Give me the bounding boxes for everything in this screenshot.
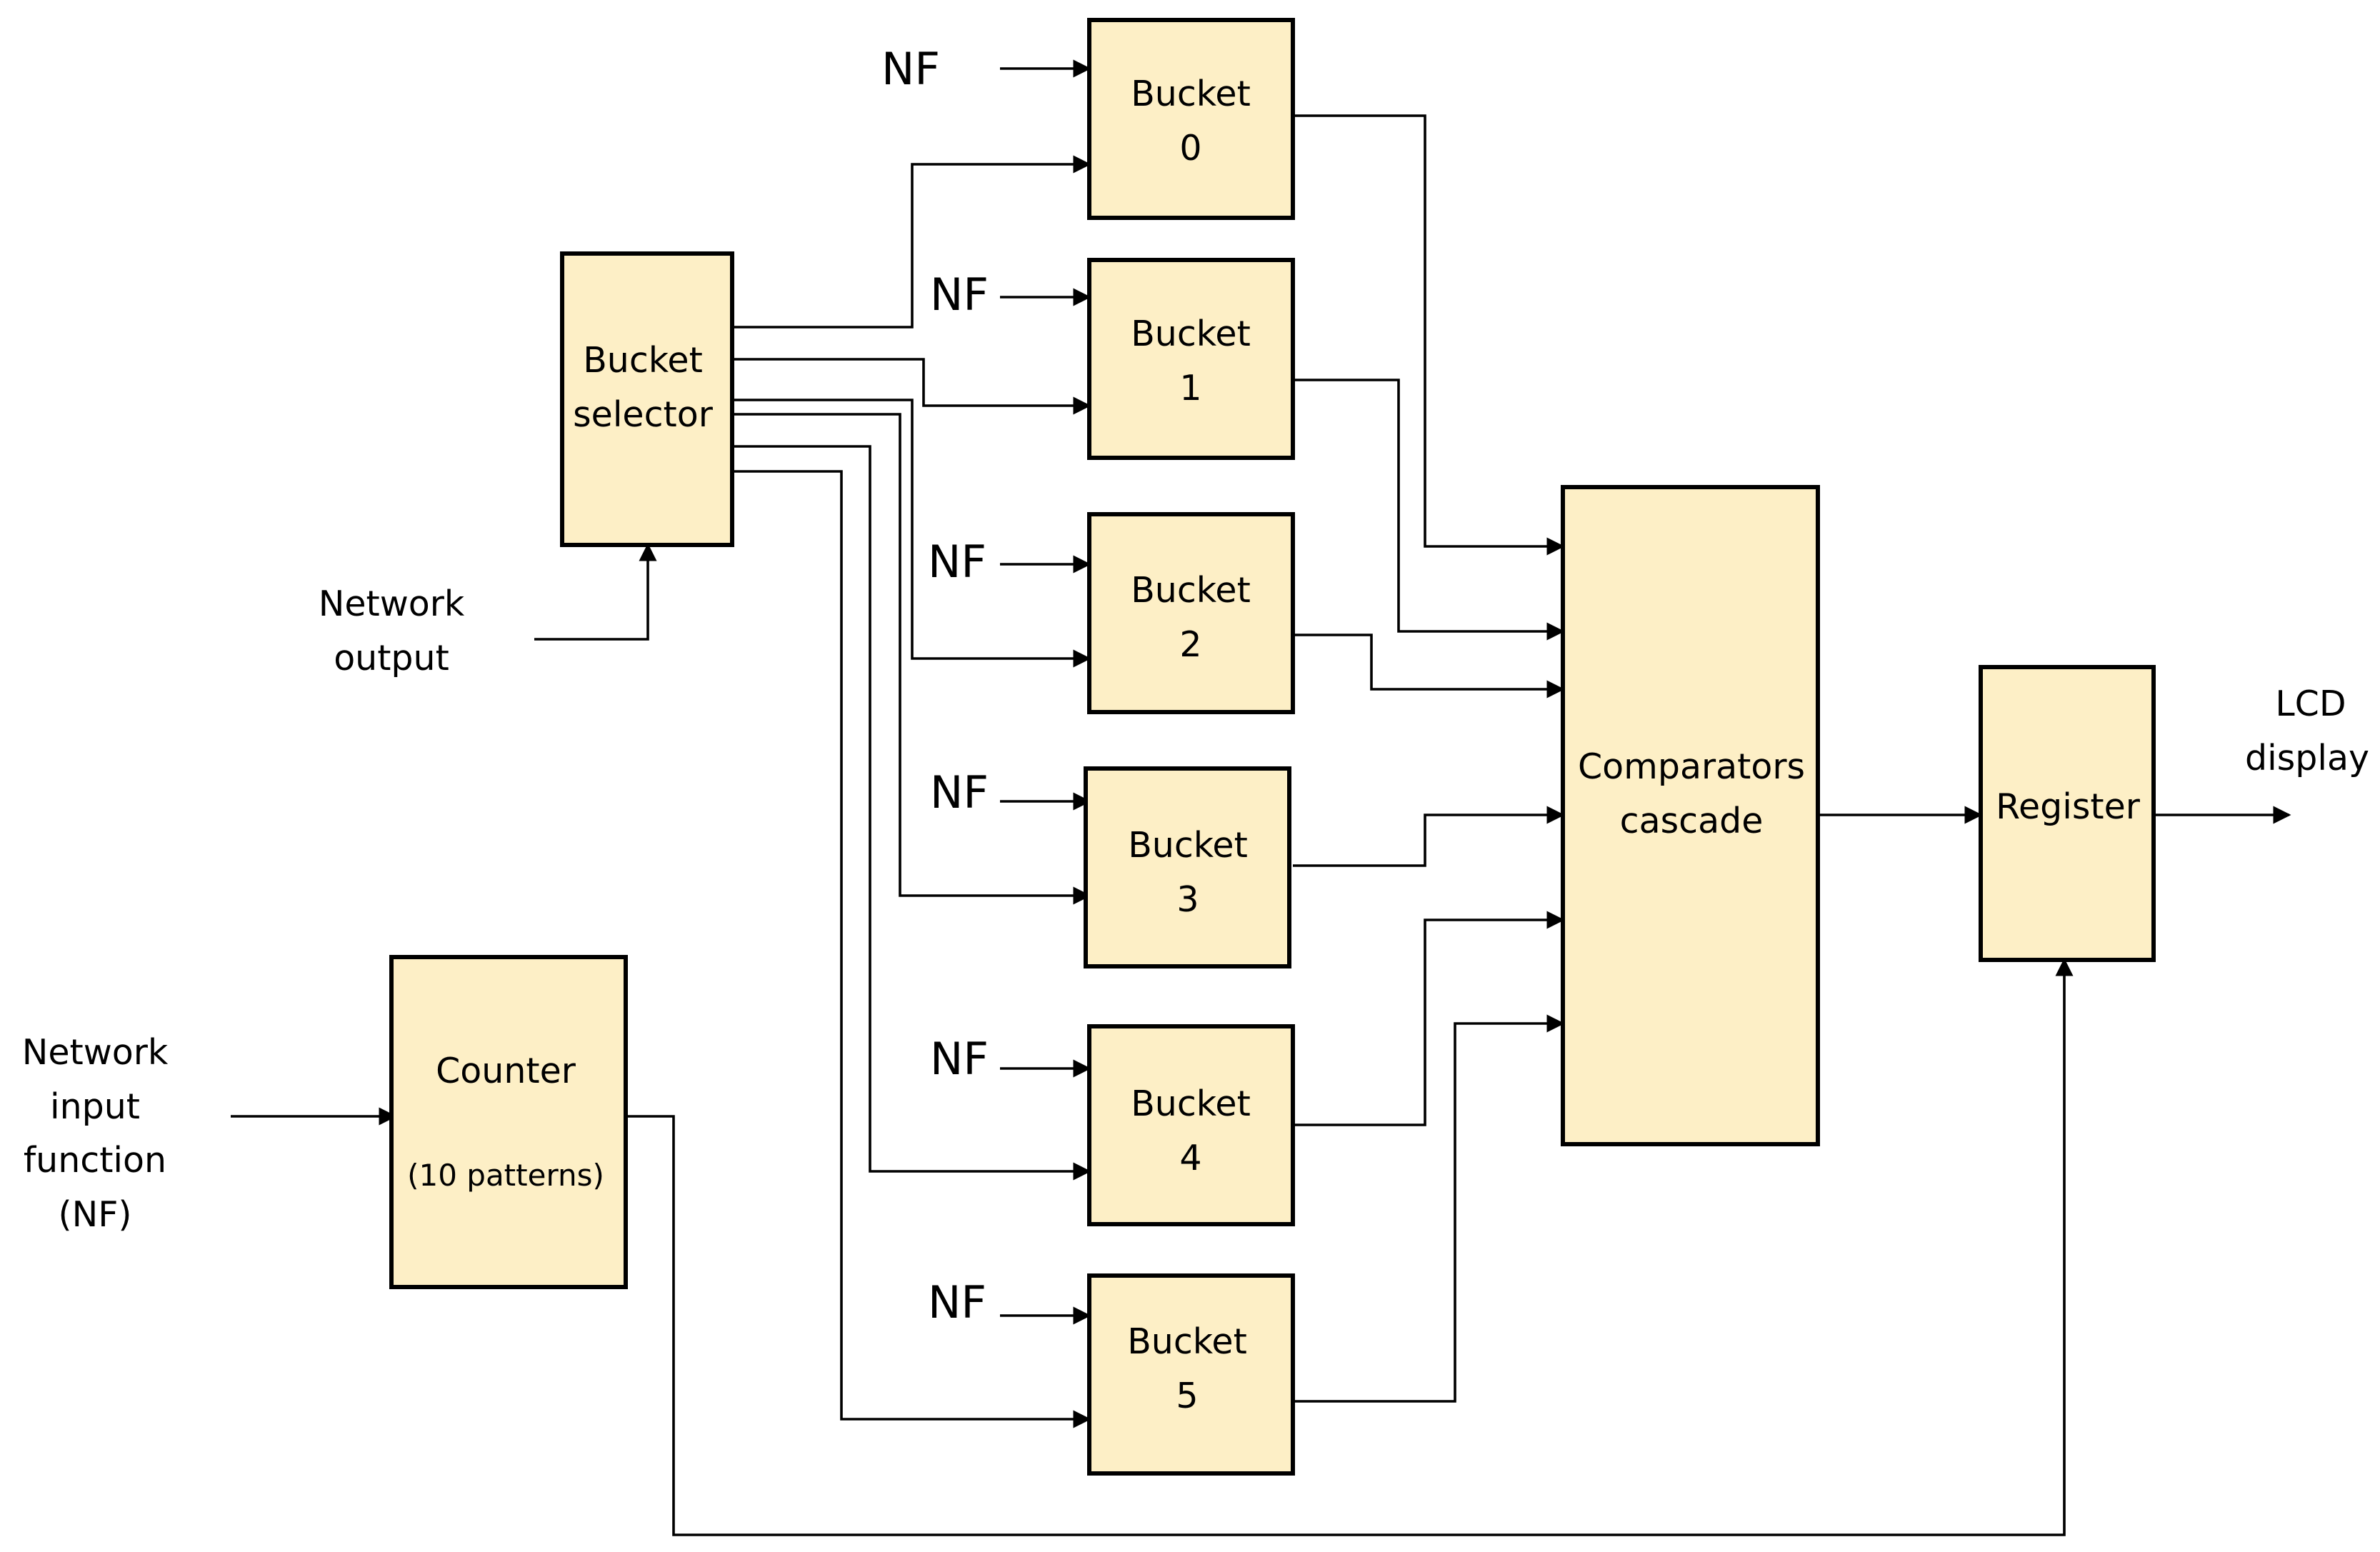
bucket-4-number: 4 [1179, 1138, 1201, 1178]
bucket-selector-label-line-1: Bucket [583, 340, 703, 381]
comparators-label-line-1: Comparators [1578, 746, 1805, 787]
bucket-4-label: Bucket [1131, 1083, 1251, 1124]
nf-label-4: NF [930, 1033, 989, 1085]
network-input-line-3: function [24, 1140, 166, 1181]
network-output-line-1: Network [319, 584, 465, 624]
bucket-0-label: Bucket [1131, 74, 1251, 114]
network-input-function-label: Network input function (NF) [22, 1032, 169, 1235]
bucket-3-number: 3 [1176, 879, 1199, 920]
network-output-label: Network output [319, 584, 465, 679]
selector-to-bucket-4 [732, 445, 1091, 1181]
bucket-0-block: Bucket 0 [1087, 18, 1295, 220]
network-output-wire [534, 543, 657, 641]
bucket-2-number: 2 [1179, 624, 1201, 665]
network-output-line-2: output [334, 638, 449, 679]
counter-label: Counter [436, 1051, 576, 1091]
bucket-selector-label-line-2: selector [573, 394, 714, 435]
selector-to-bucket-3 [732, 413, 1091, 905]
bucket-2-block: Bucket 2 [1087, 512, 1295, 714]
counter-note: (10 patterns) [407, 1158, 604, 1193]
bucket-1-label: Bucket [1131, 314, 1251, 354]
selector-to-bucket-1 [732, 358, 1091, 415]
bucket-3-label: Bucket [1128, 825, 1248, 866]
lcd-display-line-2: display [2245, 738, 2369, 778]
register-label: Register [1996, 786, 2141, 827]
bucket-2-to-comparators [1293, 634, 1565, 699]
wires [231, 59, 2291, 1536]
bucket-2-label: Bucket [1131, 570, 1251, 611]
bucket-0-number: 0 [1179, 128, 1201, 169]
lcd-display-label: LCD display [2245, 684, 2369, 778]
selector-to-bucket-5 [732, 470, 1091, 1428]
nf-label-5: NF [928, 1276, 986, 1328]
bucket-5-to-comparators [1293, 1014, 1565, 1403]
selector-to-bucket-0 [732, 155, 1091, 329]
register-block: Register [1979, 665, 2156, 962]
network-input-line-2: input [50, 1086, 140, 1127]
nf-label-3: NF [930, 766, 989, 818]
bucket-4-to-comparators [1293, 911, 1565, 1126]
bucket-5-number: 5 [1176, 1376, 1198, 1416]
network-input-line-1: Network [22, 1032, 169, 1073]
bucket-1-to-comparators [1293, 379, 1565, 641]
bucket-3-to-comparators [1293, 806, 1565, 867]
nf-labels: NF NF NF NF NF NF [881, 43, 989, 1328]
bucket-1-number: 1 [1179, 368, 1201, 409]
network-input-line-4: (NF) [58, 1194, 131, 1235]
bucket-4-block: Bucket 4 [1087, 1024, 1295, 1226]
bucket-1-block: Bucket 1 [1087, 258, 1295, 460]
bucket-3-block: Bucket 3 [1084, 766, 1291, 968]
selector-to-bucket-2 [732, 399, 1091, 668]
comparators-cascade-block: Comparators cascade [1561, 485, 1820, 1146]
comparators-label-line-2: cascade [1620, 801, 1764, 841]
bucket-5-label: Bucket [1127, 1321, 1247, 1362]
lcd-display-line-1: LCD [2275, 684, 2346, 724]
nf-label-2: NF [928, 536, 986, 588]
nf-label-0: NF [881, 43, 940, 95]
bucket-5-block: Bucket 5 [1087, 1273, 1295, 1476]
bucket-0-to-comparators [1293, 114, 1565, 556]
counter-to-register [626, 958, 2074, 1536]
nf-label-1: NF [930, 269, 989, 321]
bucket-selector-block: Bucket selector [560, 251, 734, 547]
counter-block: Counter (10 patterns) [389, 955, 628, 1289]
